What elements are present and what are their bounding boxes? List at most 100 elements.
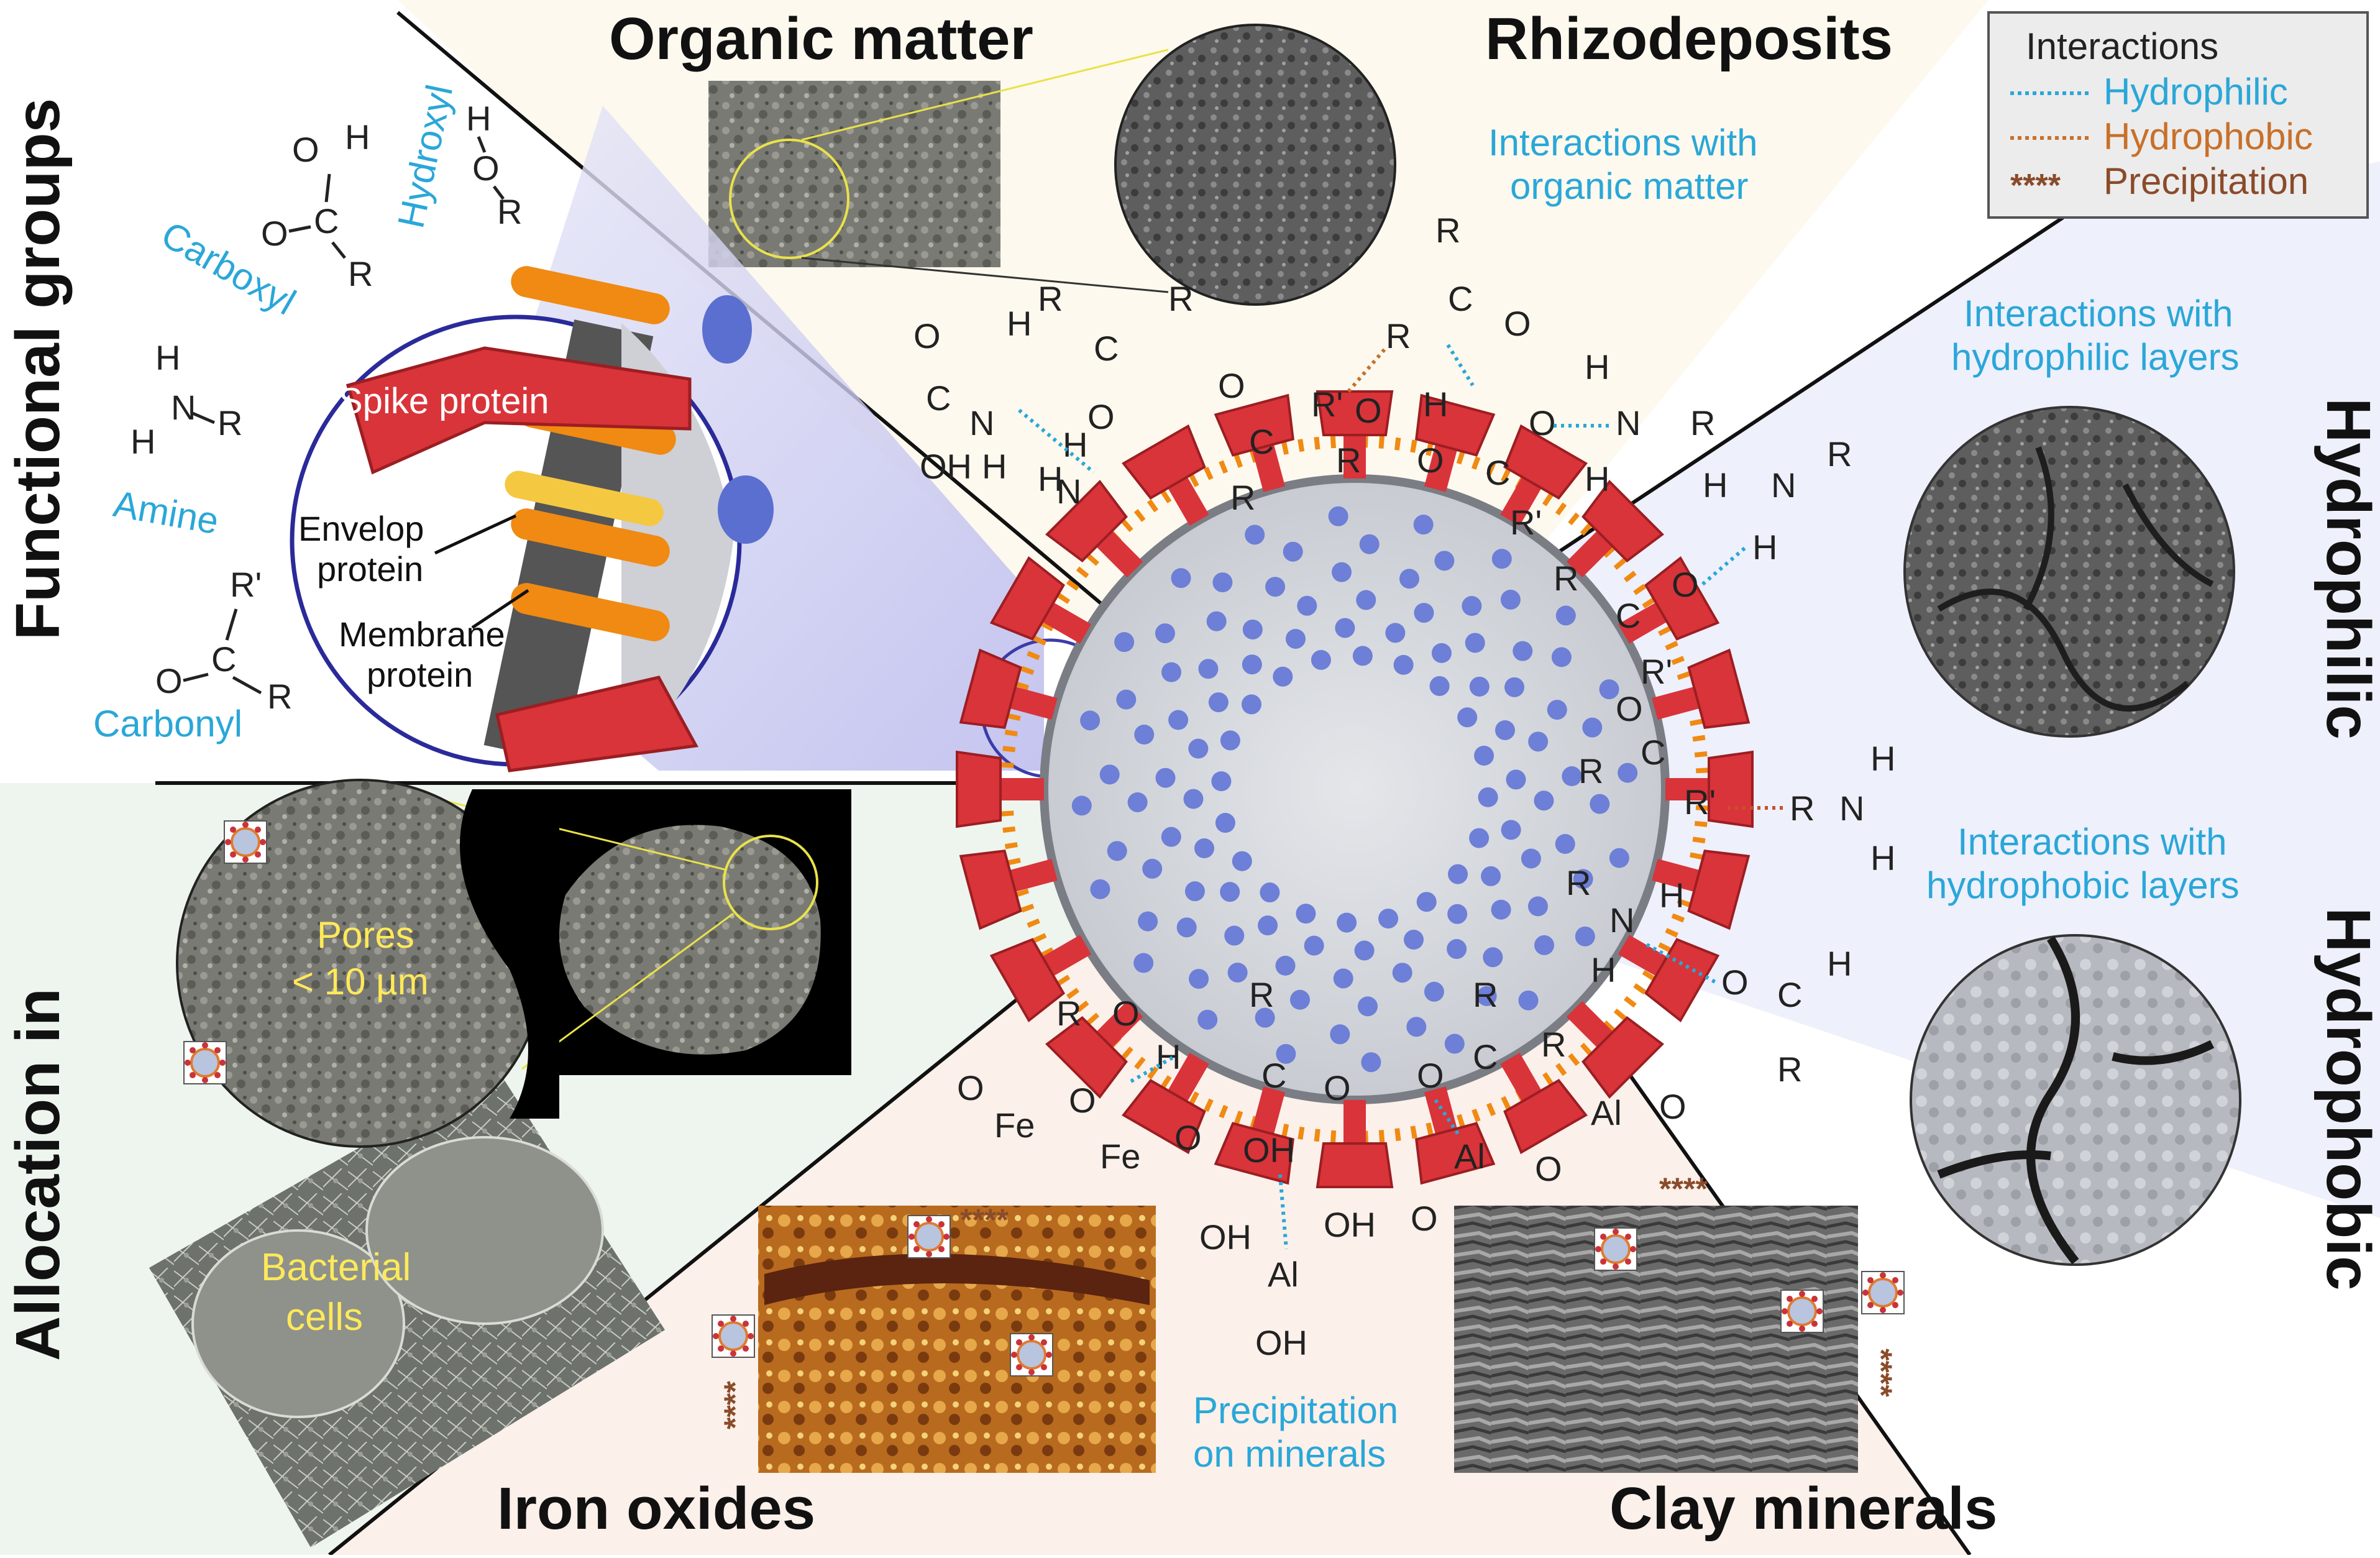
- hydrophilic-heading: Hydrophilic: [2314, 398, 2380, 740]
- rna-bead: [1176, 917, 1197, 938]
- rna-bead: [1500, 589, 1521, 610]
- spike-proteins: [956, 390, 1754, 1188]
- hydroxyl-label: Hydroxyl: [390, 81, 460, 231]
- svg-text:C: C: [1777, 975, 1802, 1014]
- virus-envelope-zoom: Spike protein Envelop protein Membrane p…: [290, 266, 774, 772]
- svg-text:OH: OH: [1324, 1205, 1376, 1244]
- rna-bead: [1245, 525, 1265, 545]
- svg-text:N: N: [171, 388, 196, 427]
- hydrophilic-caption-line2: hydrophilic layers: [1951, 336, 2240, 378]
- hydrophobic-heading: Hydrophobic: [2314, 907, 2380, 1291]
- svg-text:R: R: [1230, 478, 1255, 517]
- svg-text:Al: Al: [1268, 1255, 1299, 1294]
- amine-label: Amine: [111, 483, 222, 543]
- rna-bead: [1198, 659, 1219, 679]
- svg-text:R: R: [267, 677, 292, 716]
- rna-bead: [1457, 707, 1478, 728]
- spike-protein: [1122, 1053, 1209, 1155]
- rna-bead: [1404, 930, 1424, 950]
- rna-bead: [1352, 646, 1373, 666]
- svg-text:C: C: [1485, 453, 1510, 492]
- rna-bead: [1189, 969, 1209, 989]
- rna-bead: [1242, 654, 1262, 675]
- spike-protein: [1665, 750, 1754, 828]
- rna-bead: [1429, 676, 1450, 696]
- rna-bead: [1337, 912, 1357, 933]
- rna-bead: [1465, 633, 1485, 653]
- rna-bead: [1385, 623, 1406, 643]
- rna-bead: [1618, 763, 1638, 783]
- rna-bead: [1184, 881, 1205, 902]
- rna-bead: [1555, 605, 1576, 626]
- zoom-circle: [723, 835, 818, 930]
- bacterial-cell: [191, 1229, 405, 1418]
- svg-text:R: R: [1541, 1025, 1566, 1064]
- spike-protein: [959, 850, 1058, 930]
- rna-bead: [1504, 677, 1525, 697]
- rna-bead: [1155, 768, 1176, 788]
- svg-text:N: N: [969, 403, 994, 442]
- rna-bead: [1359, 534, 1380, 554]
- rna-bead: [1296, 904, 1316, 924]
- envelop-protein-label-line1: Envelop: [298, 509, 424, 548]
- svg-text:O: O: [1411, 1199, 1438, 1238]
- rna-bead: [1220, 730, 1240, 751]
- rna-bead: [1416, 892, 1437, 912]
- pointer-arrow: [434, 514, 517, 555]
- svg-text:H: H: [466, 99, 491, 138]
- svg-text:R: R: [1336, 441, 1361, 480]
- hydrophobic-caption-line1: Interactions with: [1957, 821, 2227, 863]
- rna-bead: [1099, 764, 1120, 785]
- crack-lines: [1937, 936, 2215, 1265]
- svg-text:R: R: [1056, 994, 1081, 1033]
- svg-text:H: H: [1870, 838, 1895, 878]
- svg-text:R': R': [1510, 503, 1542, 542]
- svg-text:H: H: [1007, 304, 1032, 343]
- pores-label-line2: < 10 µm: [292, 961, 429, 1002]
- svg-text:C: C: [314, 201, 339, 241]
- rna-bead: [1413, 515, 1434, 535]
- svg-text:R: R: [1435, 211, 1460, 250]
- virus-marker: [711, 1314, 756, 1359]
- precipitation-marker: ****: [960, 1203, 1009, 1237]
- rna-bead: [1335, 618, 1355, 638]
- spike-protein: [1652, 850, 1751, 930]
- rna-bead: [1273, 666, 1293, 687]
- svg-text:O: O: [957, 1068, 984, 1107]
- rna-bead: [1142, 858, 1163, 879]
- virus-marker: [223, 820, 268, 864]
- crack-lines: [1937, 446, 2214, 712]
- zoom-line: [801, 257, 1169, 293]
- svg-text:H: H: [1038, 459, 1063, 498]
- rna-bead: [1285, 628, 1306, 649]
- spike-protein: [956, 750, 1044, 828]
- organic-matter-micrograph: [708, 81, 1000, 267]
- svg-text:H: H: [1870, 739, 1895, 778]
- svg-text:R: R: [1554, 559, 1578, 598]
- svg-text:R: R: [348, 254, 373, 293]
- spike-protein: [1415, 1086, 1496, 1185]
- rna-bead: [1171, 568, 1191, 589]
- soil-aggregate: [559, 825, 821, 1055]
- spike-protein: [1214, 393, 1294, 492]
- svg-text:OH: OH: [1243, 1130, 1295, 1170]
- rna-bead: [1414, 603, 1434, 623]
- svg-text:O: O: [1616, 689, 1643, 728]
- rna-bead: [1161, 662, 1182, 682]
- rna-bead: [1114, 632, 1135, 653]
- virus-marker: [1009, 1332, 1054, 1377]
- svg-text:R: R: [1038, 279, 1063, 318]
- virus-marker: [1861, 1270, 1905, 1315]
- rna-bead: [1491, 549, 1512, 569]
- membrane-protein-label-line1: Membrane: [339, 615, 505, 654]
- rna-bead: [1534, 790, 1554, 811]
- zoom-circle: [729, 139, 849, 259]
- carbonyl-label: Carbonyl: [93, 703, 242, 745]
- rna-bead: [1547, 700, 1567, 720]
- spike-protein: [1618, 935, 1720, 1022]
- iron-oxides-micrograph: [758, 1206, 1156, 1473]
- rna-bead: [1462, 596, 1482, 616]
- envelope-protein: [505, 470, 664, 526]
